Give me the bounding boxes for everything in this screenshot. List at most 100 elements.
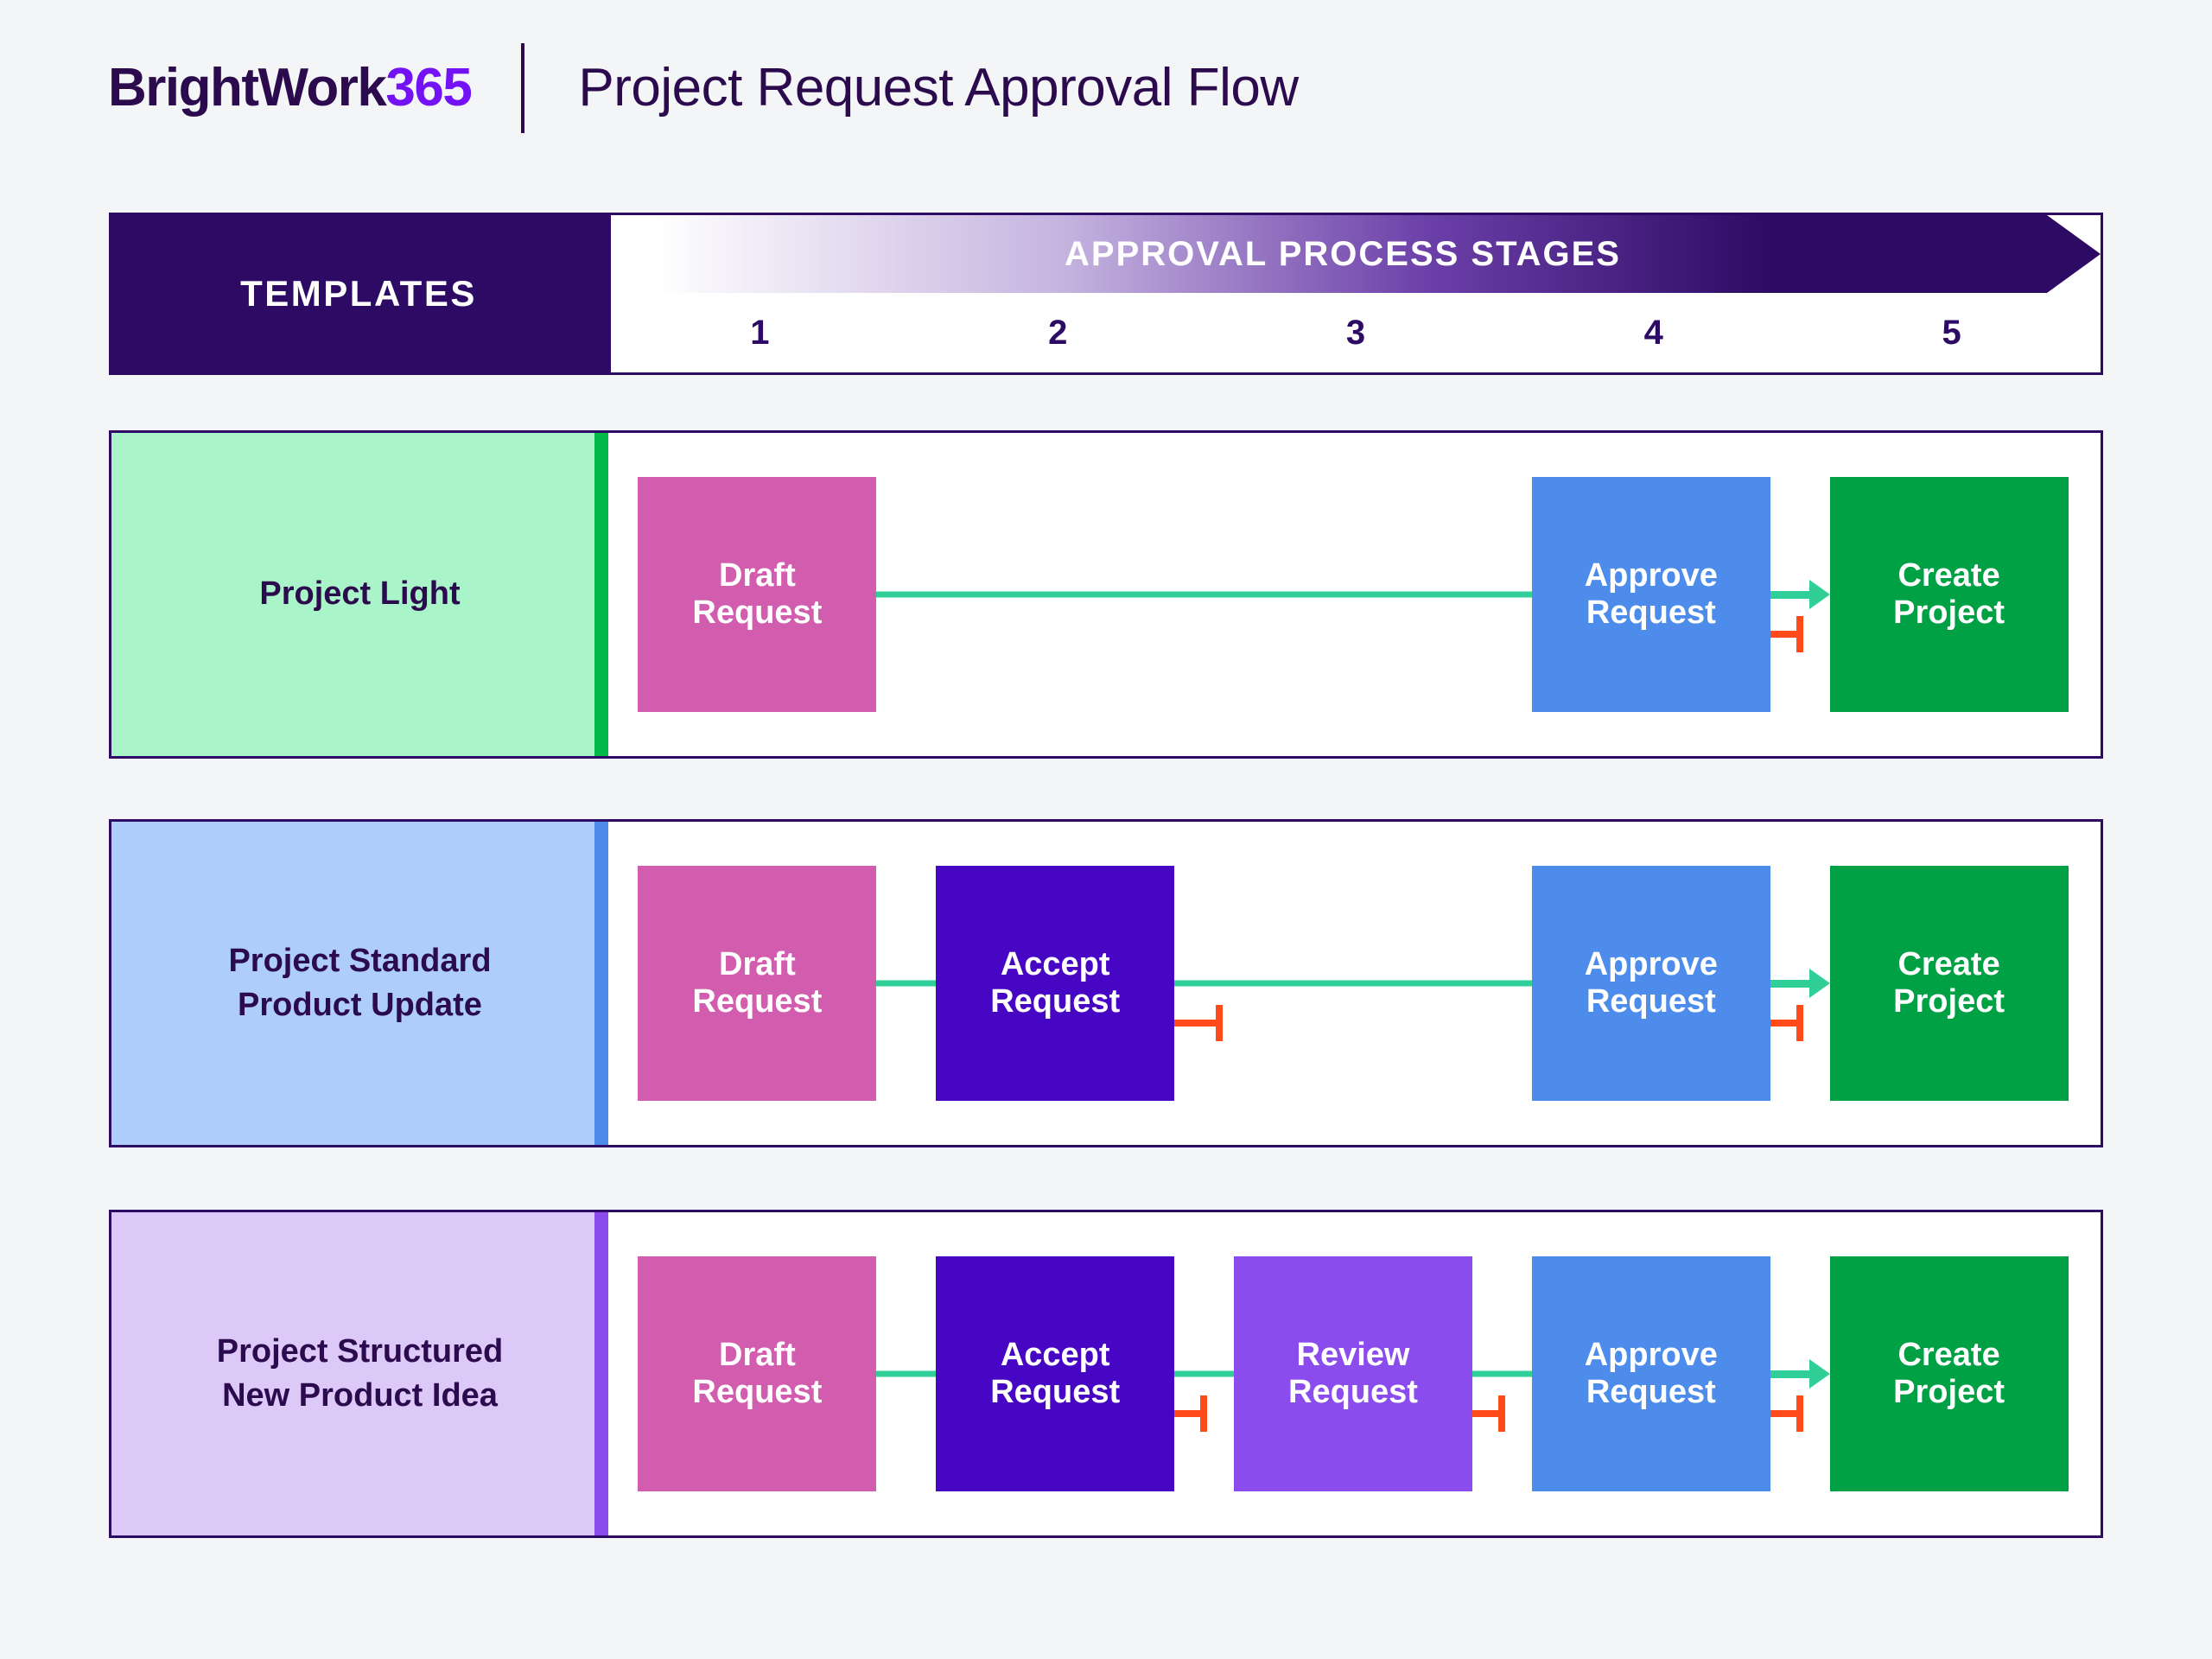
stage-label-line2: Request xyxy=(692,983,823,1020)
reject-stop-bar-icon xyxy=(1216,1005,1224,1041)
connector-flow-line xyxy=(1174,980,1532,987)
reject-shaft xyxy=(1770,1020,1796,1027)
stage-label-line1: Accept xyxy=(1000,1337,1110,1374)
stage-label-line1: Create xyxy=(1897,1337,2000,1374)
connector-approve-arrow xyxy=(1770,1359,1830,1389)
stage-label-line2: Request xyxy=(1586,1374,1716,1410)
arrowhead-icon xyxy=(1808,580,1830,609)
row-accent-bar xyxy=(594,1212,608,1535)
stage-number-5: 5 xyxy=(1942,313,1961,352)
template-name-label: Project Standard Product Update xyxy=(228,939,491,1028)
stages-label: APPROVAL PROCESS STAGES xyxy=(1065,234,1621,273)
stage-label-line1: Draft xyxy=(719,557,796,594)
connector-reject-stop xyxy=(1472,1395,1505,1432)
reject-shaft xyxy=(1770,1410,1796,1417)
stage-label-line2: Request xyxy=(990,1374,1121,1410)
stages-arrow-icon: APPROVAL PROCESS STAGES xyxy=(611,215,2101,293)
stage-number-4: 4 xyxy=(1643,313,1663,352)
connector-flow-line xyxy=(1174,1370,1234,1377)
reject-stop-bar-icon xyxy=(1200,1395,1208,1432)
stage-label-line1: Review xyxy=(1296,1337,1410,1374)
template-name-line2: Product Update xyxy=(238,987,482,1023)
stage-label-line2: Project xyxy=(1893,983,2005,1020)
templates-column-header: TEMPLATES xyxy=(109,213,608,375)
connector-flow-line xyxy=(876,591,1532,598)
connector-reject-stop xyxy=(1174,1395,1208,1432)
connector-reject-stop xyxy=(1174,1005,1224,1041)
stage-label-line2: Request xyxy=(692,594,823,631)
reject-stop-bar-icon xyxy=(1796,1395,1803,1432)
template-label-cell: Project Structured New Product Idea xyxy=(111,1212,608,1535)
page-header: BrightWork365 Project Request Approval F… xyxy=(108,36,1299,140)
row-accent-bar xyxy=(594,822,608,1145)
connector-flow-line xyxy=(876,980,937,987)
template-name-label: Project Light xyxy=(259,572,460,616)
reject-shaft xyxy=(1174,1410,1201,1417)
stage-label-line2: Request xyxy=(990,983,1121,1020)
page-title: Project Request Approval Flow xyxy=(578,58,1299,118)
reject-stop-bar-icon xyxy=(1497,1395,1505,1432)
stage-label-line1: Approve xyxy=(1584,557,1718,594)
connector-shaft xyxy=(1770,590,1809,599)
brightwork365-logo: BrightWork365 xyxy=(108,58,473,118)
stage-label-line2: Project xyxy=(1893,1374,2005,1410)
stages-column-header: APPROVAL PROCESS STAGES 1 2 3 4 5 xyxy=(608,213,2103,375)
template-name-line1: Project Standard xyxy=(228,942,492,979)
reject-shaft xyxy=(1770,631,1796,638)
template-name-line1: Project Structured xyxy=(216,1332,504,1370)
stage-label-line2: Request xyxy=(692,1374,823,1410)
connector-reject-stop xyxy=(1770,1005,1803,1041)
template-row-project-structured: Project Structured New Product Idea Draf… xyxy=(109,1210,2103,1538)
header-divider xyxy=(521,43,525,133)
connector-flow-line xyxy=(1472,1370,1532,1377)
stage-label-line2: Request xyxy=(1586,983,1716,1020)
connector-shaft xyxy=(1770,979,1809,988)
arrowhead-icon xyxy=(1808,1359,1830,1389)
stage-number-2: 2 xyxy=(1048,313,1068,352)
stage-label-line2: Request xyxy=(1288,1374,1418,1410)
connector-reject-stop xyxy=(1770,1395,1803,1432)
connector-approve-arrow xyxy=(1770,969,1830,998)
connector-reject-stop xyxy=(1770,616,1803,652)
stage-label-line1: Create xyxy=(1897,946,2000,983)
stage-label-line1: Draft xyxy=(719,946,796,983)
template-label-cell: Project Light xyxy=(111,433,608,756)
stage-number-1: 1 xyxy=(750,313,770,352)
reject-shaft xyxy=(1174,1020,1217,1027)
arrowhead-icon xyxy=(1808,969,1830,998)
template-name-line1: Project Light xyxy=(259,575,461,613)
connector-approve-arrow xyxy=(1770,580,1830,609)
stage-number-3: 3 xyxy=(1345,313,1366,352)
stage-numbers-row: 1 2 3 4 5 xyxy=(611,293,2101,372)
template-name-line2: New Product Idea xyxy=(222,1377,498,1414)
connector-flow-line xyxy=(876,1370,937,1377)
logo-primary-text: BrightWork xyxy=(108,58,387,118)
stage-header-band: TEMPLATES APPROVAL PROCESS STAGES 1 2 3 … xyxy=(109,213,2103,375)
